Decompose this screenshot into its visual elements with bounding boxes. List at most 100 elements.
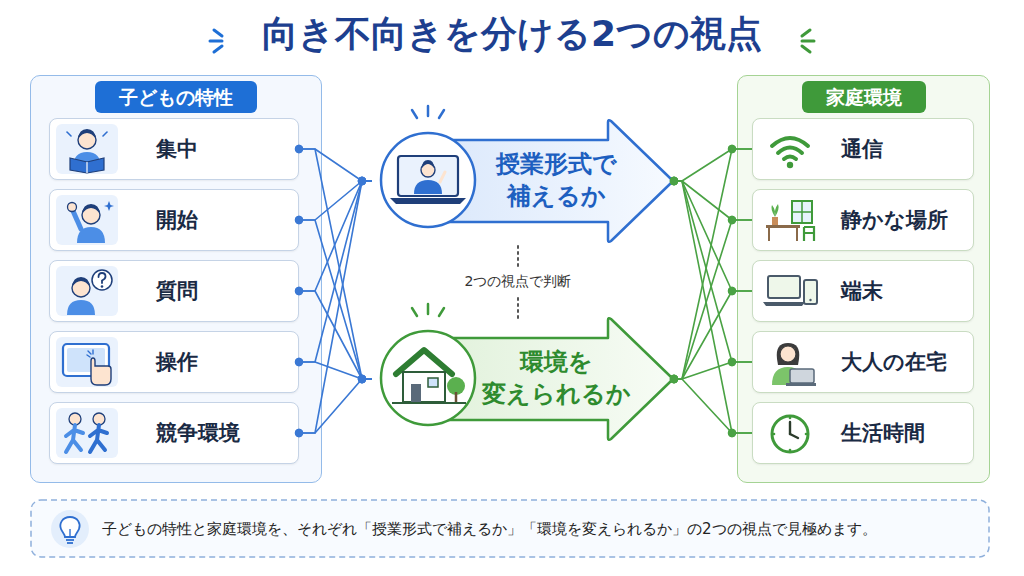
connector-dot [670, 375, 678, 383]
connector-dot [295, 145, 303, 153]
arrow-text-box: 授業形式で 補えるか [480, 118, 632, 244]
connector-line [674, 362, 752, 379]
item-icon [56, 266, 118, 316]
connector-dot [670, 177, 678, 185]
item-icon-pad [759, 408, 821, 458]
connector-line [674, 181, 752, 220]
connector-dot [728, 287, 736, 295]
connector-line [299, 362, 372, 379]
group-panel: 家庭環境通信静かな場所端末大人の在宅生活時間 [737, 75, 990, 483]
item-icon [759, 408, 821, 458]
connector-dot [670, 375, 678, 383]
item-icon-pad [759, 337, 821, 387]
connector-dot [728, 358, 736, 366]
factor-label: 生活時間 [841, 403, 925, 463]
factor-box: 生活時間 [752, 402, 974, 464]
factor-box: 質問 [49, 260, 299, 322]
arrow-circle-icon [378, 130, 478, 230]
connector-line [299, 149, 372, 379]
connector-dot [295, 429, 303, 437]
connector-dot [295, 358, 303, 366]
connector-line [674, 149, 752, 181]
factor-label: 端末 [841, 261, 883, 321]
connector-dot [358, 177, 366, 185]
arrow-text-box: 環境を 変えられるか [480, 316, 632, 442]
connector-dot [728, 429, 736, 437]
arrow-box: 授業形式で 補えるか [372, 118, 674, 244]
connector-dot [670, 177, 678, 185]
item-icon [56, 337, 118, 387]
item-icon-pad [56, 337, 118, 387]
item-icon [56, 408, 118, 458]
home-icon [378, 328, 478, 428]
connector-dot [295, 358, 303, 366]
factor-box: 通信 [752, 118, 974, 180]
connector-dot [670, 375, 678, 383]
item-icon [56, 195, 118, 245]
connector-dot [728, 287, 736, 295]
connector-line [674, 291, 752, 379]
connector-dot [358, 375, 366, 383]
connector-line [299, 181, 372, 220]
factor-box: 大人の在宅 [752, 331, 974, 393]
diagram-title: 向き不向きを分ける2つの視点 [0, 10, 1024, 59]
connector-dot [728, 358, 736, 366]
connector-dot [295, 216, 303, 224]
factor-box: 操作 [49, 331, 299, 393]
connector-dot [358, 177, 366, 185]
panel-heading: 家庭環境 [802, 81, 926, 113]
connector-dot [358, 177, 366, 185]
connector-line [674, 220, 752, 379]
judgement-note: 2つの視点で判断 [418, 273, 618, 291]
connector-line [299, 291, 372, 379]
item-icon-pad [759, 195, 821, 245]
connector-line [299, 220, 372, 379]
panel-heading: 子どもの特性 [95, 81, 257, 113]
factor-label: 開始 [156, 190, 198, 250]
item-icon-pad [759, 124, 821, 174]
factor-label: 静かな場所 [841, 190, 948, 250]
connector-dot [358, 375, 366, 383]
connector-dot [670, 375, 678, 383]
arrow-box: 環境を 変えられるか [372, 316, 674, 442]
caption-text: 子どもの特性と家庭環境を、それぞれ「授業形式で補えるか」「環境を変えられるか」の… [102, 500, 982, 558]
connector-dot [670, 177, 678, 185]
connector-dot [295, 287, 303, 295]
connector-line [674, 149, 752, 379]
caption-frame [31, 500, 989, 557]
connector-dot [670, 177, 678, 185]
connector-dot [295, 429, 303, 437]
connector-dot [358, 177, 366, 185]
factor-label: 競争環境 [156, 403, 240, 463]
arrow-label: 環境を 変えられるか [480, 347, 632, 410]
factor-label: 通信 [841, 119, 883, 179]
connector-dot [358, 375, 366, 383]
factor-box: 静かな場所 [752, 189, 974, 251]
connector-line [674, 379, 752, 433]
connector-line [674, 181, 752, 362]
connector-line [299, 149, 372, 181]
connector-dot [670, 375, 678, 383]
factor-box: 競争環境 [49, 402, 299, 464]
bulb-icon [51, 510, 89, 548]
item-icon-pad [759, 266, 821, 316]
connector-dot [295, 287, 303, 295]
connector-dot [670, 177, 678, 185]
lesson-icon [378, 130, 478, 230]
connector-dot [728, 429, 736, 437]
item-icon-pad [56, 195, 118, 245]
factor-label: 大人の在宅 [841, 332, 947, 392]
connector-line [674, 181, 752, 291]
connector-line [674, 181, 752, 433]
factor-label: 質問 [156, 261, 198, 321]
factor-label: 操作 [156, 332, 198, 392]
connector-line [299, 181, 372, 433]
item-icon [759, 124, 821, 174]
arrow-label: 授業形式で 補えるか [480, 149, 632, 212]
connector-line [299, 181, 372, 362]
item-icon-pad [56, 408, 118, 458]
connector-line [299, 181, 372, 291]
factor-box: 開始 [49, 189, 299, 251]
item-icon-pad [56, 124, 118, 174]
item-icon [759, 337, 821, 387]
